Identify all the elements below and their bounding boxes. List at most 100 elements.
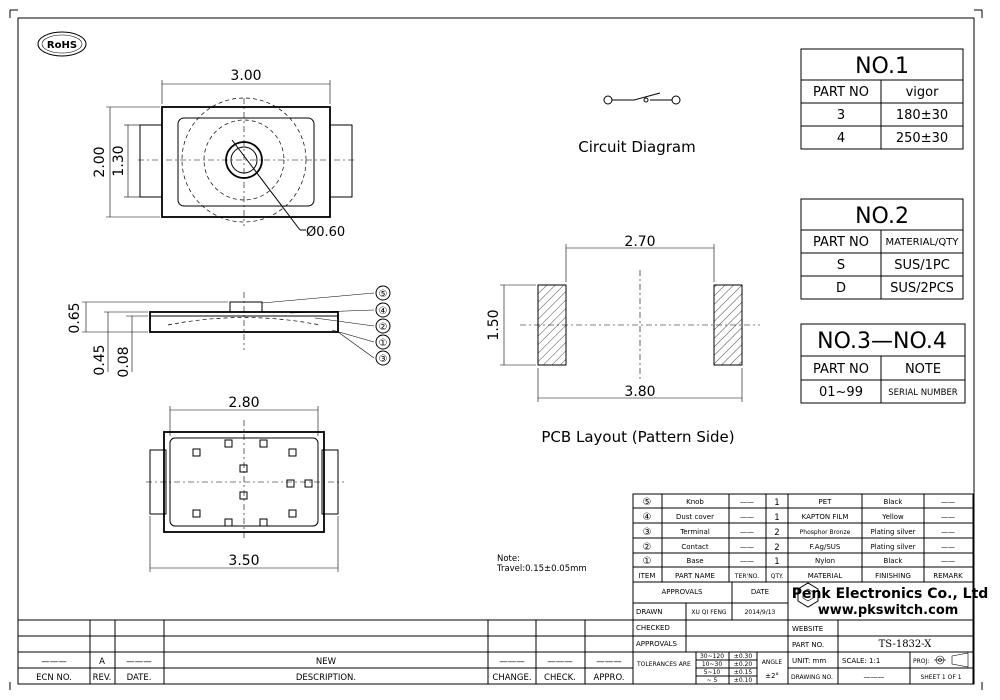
rev-header: APPRO. (593, 673, 624, 683)
tb-company: Penk Electronics Co., Ltd (792, 586, 989, 602)
corner-marks (9, 9, 983, 690)
projection-symbol-icon (934, 652, 969, 668)
bom-header: MATERIAL (808, 572, 843, 580)
bom-cell: 1 (774, 513, 779, 523)
bom-cell: ④ (643, 512, 652, 523)
rev-cell: ——— (596, 657, 622, 667)
bom-cell: —— (941, 557, 955, 565)
dim-pcb-outer: 3.80 (624, 384, 655, 400)
bom-cell: Black (884, 557, 904, 565)
side-view (82, 285, 391, 372)
table-no1-grid (800, 48, 964, 150)
bottom-view (146, 406, 344, 572)
rev-cell: ——— (547, 657, 573, 667)
tb-tol-value: ±0.10 (734, 677, 753, 684)
callout-3: ③ (379, 354, 388, 365)
bom-cell: —— (941, 543, 955, 551)
tb-date: DATE (751, 588, 769, 596)
bom-cell: ① (643, 556, 652, 567)
tb-scale: SCALE: 1:1 (842, 657, 880, 665)
rev-cell: NEW (316, 657, 337, 667)
bom-header: PART NAME (675, 572, 715, 580)
tb-part-no-label: PART NO. (792, 641, 824, 649)
rev-cell: ——— (499, 657, 525, 667)
dim-bottom-outer: 3.50 (228, 553, 259, 569)
table-no1-cell: 4 (837, 131, 845, 146)
bom-cell: Dust cover (676, 513, 714, 521)
bom-cell: —— (740, 498, 754, 506)
bom-cell: Contact (681, 543, 708, 551)
dim-top-inner: 1.30 (111, 145, 127, 176)
tb-tol-value: ±0.15 (734, 669, 753, 676)
tb-drawn-date: 2014/9/13 (745, 609, 776, 616)
tb-unit: UNIT: mm (792, 657, 826, 665)
bom-cell: F.Ag/SUS (810, 543, 841, 551)
bom-cell: Terminal (679, 528, 710, 536)
bom-cell: —— (941, 528, 955, 536)
tb-approvals: APPROVALS (662, 588, 704, 596)
table-no3-cell: 01~99 (819, 385, 863, 400)
table-no3-cell: SERIAL NUMBER (888, 388, 958, 398)
table-no3-grid (800, 323, 966, 404)
bom-header: QTY. (771, 573, 784, 580)
tb-drawing-no-value: ——— (864, 673, 885, 681)
bom-cell: 1 (774, 498, 779, 508)
company-logo (797, 582, 819, 608)
rev-header: CHANGE. (492, 673, 531, 683)
bom-cell: Nylon (815, 557, 835, 565)
tb-tol-value: ±0.20 (734, 661, 753, 668)
tb-website-label: WEBSITE (792, 625, 823, 633)
callout-5: ⑤ (379, 289, 388, 300)
rev-header: ECN NO. (36, 673, 72, 683)
table-no1-title: NO.1 (855, 54, 909, 79)
top-view (106, 80, 356, 231)
rev-header: REV. (93, 673, 112, 683)
tb-tolerances: TOLERANCES ARE (636, 661, 691, 668)
bom-cell: —— (740, 528, 754, 536)
table-no2-cell: SUS/2PCS (890, 281, 954, 296)
table-no2-cell: D (836, 281, 846, 296)
bom-cell: —— (740, 557, 754, 565)
table-no1-head-1: vigor (906, 85, 940, 100)
tb-tol-range: 30~120 (700, 653, 724, 660)
dim-side-h3: 0.08 (116, 346, 132, 377)
rev-cell: ——— (126, 657, 152, 667)
revision-grid (18, 619, 633, 684)
bom-header: FINISHING (875, 572, 911, 580)
bom-cell: Plating silver (870, 528, 915, 536)
dim-side-h1: 0.65 (67, 302, 83, 333)
bom-cell: Yellow (881, 513, 904, 521)
table-no1-head-0: PART NO (813, 85, 869, 100)
tb-approvals-2: APPROVALS (636, 640, 678, 648)
tb-tol-value: ±0.30 (734, 653, 753, 660)
tb-drawn-by: XU QI FENG (691, 609, 727, 616)
bom-cell: 1 (774, 557, 779, 567)
rev-header: DESCRIPTION. (296, 673, 356, 683)
dim-knob-dia: Ø0.60 (306, 225, 345, 240)
bom-cell: Plating silver (870, 543, 915, 551)
bom-cell: Base (686, 557, 703, 565)
bom-grid (632, 493, 974, 583)
dim-top-height: 2.00 (92, 146, 108, 177)
table-no1-cell: 3 (837, 108, 845, 123)
pcb-label: PCB Layout (Pattern Side) (541, 428, 734, 446)
tb-sheet: SHEET 1 OF 1 (920, 674, 961, 681)
bom-cell: 2 (774, 543, 779, 553)
table-no2-cell: S (837, 258, 845, 273)
bom-cell: ⑤ (643, 497, 652, 508)
bom-cell: 2 (774, 528, 779, 538)
bom-header: TER'NO. (734, 573, 759, 580)
tb-drawing-no: DRAWING NO. (791, 674, 833, 681)
callout-4: ④ (379, 306, 388, 317)
sheet-border (17, 17, 975, 685)
table-no2-title: NO.2 (855, 204, 909, 229)
note-title: Note: (497, 554, 520, 564)
tb-angle-value: ±2° (765, 672, 779, 680)
bom-cell: —— (740, 543, 754, 551)
bom-cell: ③ (643, 527, 652, 538)
table-no1-cell: 250±30 (896, 131, 948, 146)
table-no3-title: NO.3—NO.4 (817, 329, 947, 354)
tb-part-no: TS-1832-X (879, 639, 933, 650)
rohs-badge: RoHS (37, 31, 87, 57)
